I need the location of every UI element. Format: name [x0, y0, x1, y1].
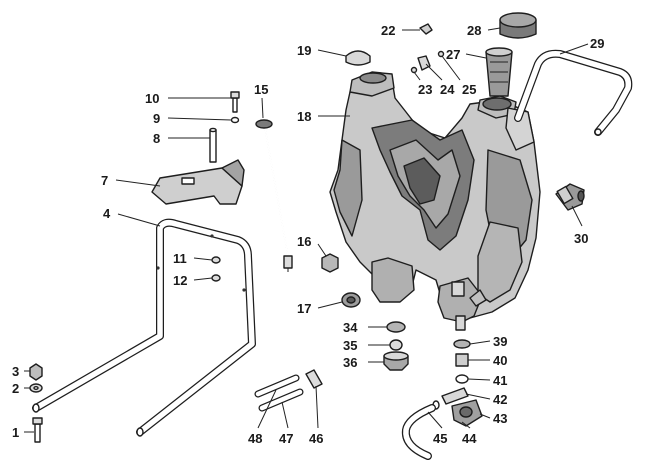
fitting-42: [441, 387, 469, 405]
callout-11: 11: [173, 251, 187, 266]
callout-30: 30: [574, 231, 588, 246]
washer-34: [386, 321, 406, 333]
breather-tube: [514, 49, 633, 136]
screw-23: [410, 66, 418, 74]
leader-lines: [24, 27, 589, 433]
bushing-17: [341, 292, 361, 308]
callout-15: 15: [254, 82, 268, 97]
callout-41: 41: [493, 373, 507, 388]
callout-labels: 1 2 3 4 7 8 9 10 11 12 15 16 17 18 19 22…: [12, 23, 604, 446]
o-ring-41: [455, 374, 469, 384]
callout-7: 7: [101, 173, 108, 188]
bracket-24: [417, 55, 431, 71]
callout-16: 16: [297, 234, 311, 249]
callout-29: 29: [590, 36, 604, 51]
fuel-tap-43: [451, 399, 483, 427]
washer-9: [230, 116, 240, 124]
nut-16: [321, 253, 339, 273]
rubber-strip-48: [254, 374, 300, 398]
bolt-1: [32, 417, 43, 443]
fuel-tap-30: [555, 183, 585, 211]
callout-47: 47: [279, 431, 293, 446]
callout-25: 25: [462, 82, 476, 97]
callout-46: 46: [309, 431, 323, 446]
nut-3: [29, 363, 43, 381]
callout-45: 45: [433, 431, 447, 446]
spacer-40: [455, 353, 469, 367]
fuel-strainer: [485, 47, 513, 97]
fuel-tank: [329, 71, 541, 331]
tank-support-frame: [32, 218, 256, 437]
screw-25: [437, 50, 445, 58]
callout-35: 35: [343, 338, 357, 353]
fuel-cap: [499, 12, 537, 39]
screw-10: [230, 91, 240, 113]
callout-36: 36: [343, 355, 357, 370]
callout-27: 27: [446, 47, 460, 62]
callout-3: 3: [12, 364, 19, 379]
callout-44: 44: [462, 431, 477, 446]
callout-22: 22: [381, 23, 395, 38]
callout-48: 48: [248, 431, 262, 446]
callout-19: 19: [297, 43, 311, 58]
callout-34: 34: [343, 320, 358, 335]
rubber-strip-47: [258, 388, 304, 412]
callout-2: 2: [12, 381, 19, 396]
vent-rod: [255, 119, 293, 272]
cap-19: [345, 50, 371, 66]
callout-43: 43: [493, 411, 507, 426]
callout-8: 8: [153, 131, 160, 146]
grommet-12: [211, 274, 221, 282]
nut-36: [383, 351, 409, 371]
callout-42: 42: [493, 392, 507, 407]
fuel-hose-45: [401, 404, 436, 460]
grommet-35: [389, 339, 403, 351]
callout-23: 23: [418, 82, 432, 97]
washer-39: [453, 339, 471, 349]
spacer-tube: [209, 127, 217, 163]
callout-24: 24: [440, 82, 455, 97]
callout-1: 1: [12, 425, 19, 440]
callout-9: 9: [153, 111, 160, 126]
callout-12: 12: [173, 273, 187, 288]
grommet-11: [211, 256, 221, 264]
grommet-46: [305, 369, 323, 389]
mounting-bracket: [151, 159, 245, 205]
callout-4: 4: [103, 206, 111, 221]
callout-17: 17: [297, 301, 311, 316]
washer-2: [29, 383, 43, 393]
callout-18: 18: [297, 109, 311, 124]
clip-22: [419, 23, 433, 35]
callout-10: 10: [145, 91, 159, 106]
callout-40: 40: [493, 353, 507, 368]
callout-39: 39: [493, 334, 507, 349]
callout-28: 28: [467, 23, 481, 38]
